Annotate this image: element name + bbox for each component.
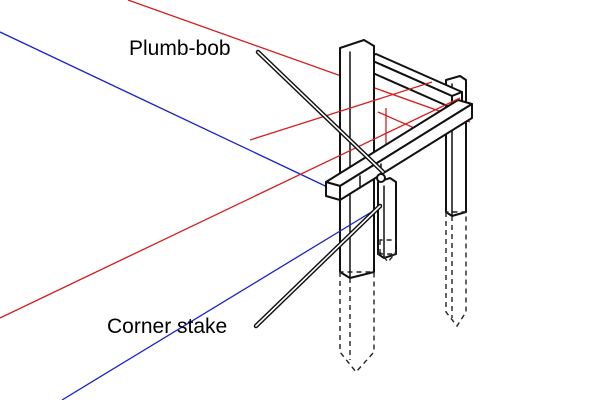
back-left-post: [339, 39, 375, 374]
corner-stake: [377, 177, 397, 264]
corner-stake-leader: [253, 203, 383, 329]
blue-string-line-front: [61, 207, 379, 400]
plumb-bob-leader: [255, 49, 386, 175]
red-string-line-front-upper: [249, 81, 433, 141]
front-cross-rail: [325, 99, 473, 201]
corner-stake-label: Corner stake: [107, 315, 227, 338]
plumb-bob-label: Plumb-bob: [129, 37, 231, 60]
red-string-line-front-lower: [0, 97, 461, 319]
blue-string-line-back: [0, 31, 377, 211]
red-string-line-back: [127, 0, 471, 123]
